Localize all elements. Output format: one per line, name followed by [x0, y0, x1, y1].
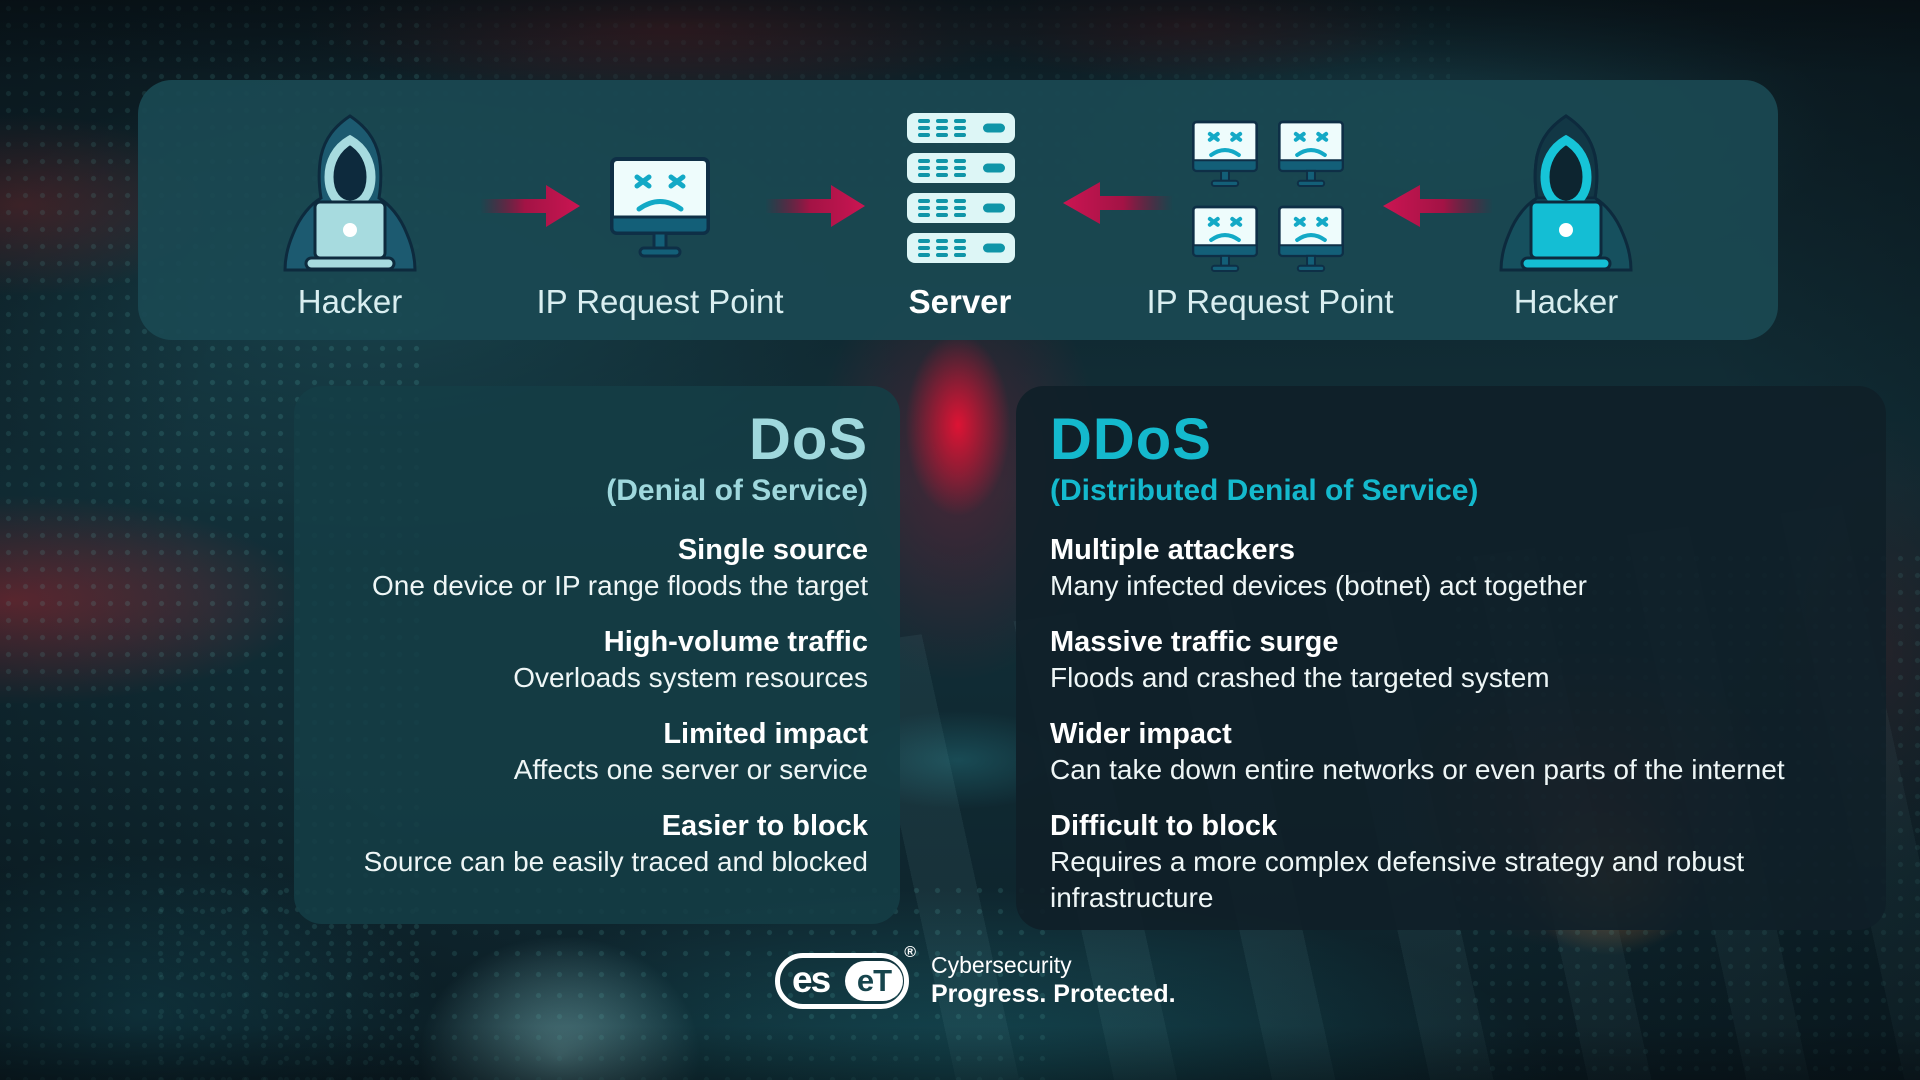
dos-item-body: Overloads system resources	[513, 662, 868, 693]
hacker-icon	[1499, 114, 1633, 272]
dos-item-body: One device or IP range floods the target	[371, 570, 868, 601]
arrow-left-icon	[1063, 182, 1173, 224]
sad-monitor-grid-icon	[1192, 120, 1344, 275]
dos-item-heading: High-volume traffic	[603, 626, 868, 658]
dos-item: Easier to block Source can be easily tra…	[314, 808, 868, 880]
dos-panel: DoS (Denial of Service) Single source On…	[294, 386, 900, 924]
footer-brand: es eT ® Cybersecurity Progress. Protecte…	[775, 944, 1176, 1009]
flow-label-hacker-left: Hacker	[297, 283, 403, 320]
sad-monitor-icon	[1192, 120, 1258, 188]
ddos-subtitle: (Distributed Denial of Service)	[1050, 474, 1479, 507]
eset-logo-et: eT	[845, 960, 903, 1001]
dos-item-heading: Easier to block	[661, 810, 868, 842]
brand-tagline: Cybersecurity Progress. Protected.	[931, 952, 1176, 1009]
eset-logo: es eT ®	[775, 944, 916, 1009]
ddos-item-body: Requires a more complex defensive strate…	[1050, 846, 1745, 913]
arrow-left-icon	[1383, 185, 1493, 227]
attack-flow-panel: Hacker IP Request Point Server IP Reques…	[138, 80, 1778, 340]
sad-monitor-icon	[610, 157, 710, 258]
ddos-item: Multiple attackers Many infected devices…	[1050, 532, 1846, 604]
dos-subtitle: (Denial of Service)	[606, 474, 868, 507]
tagline-line1: Cybersecurity	[931, 952, 1072, 978]
ddos-item: Wider impact Can take down entire networ…	[1050, 716, 1846, 788]
flow-label-ip-request-right: IP Request Point	[1146, 283, 1394, 320]
hacker-icon	[283, 114, 417, 272]
flow-label-server: Server	[908, 283, 1012, 320]
ddos-item: Massive traffic surge Floods and crashed…	[1050, 624, 1846, 696]
ddos-title: DDoS	[1050, 407, 1212, 472]
ddos-item-body: Can take down entire networks or even pa…	[1050, 754, 1785, 785]
sad-monitor-icon	[1278, 120, 1344, 188]
server-stack-icon	[907, 113, 1015, 263]
dos-item-body: Affects one server or service	[513, 754, 868, 785]
dos-item-heading: Single source	[677, 534, 868, 566]
ddos-item-heading: Multiple attackers	[1050, 534, 1295, 566]
dos-item-body: Source can be easily traced and blocked	[363, 846, 868, 877]
sad-monitor-icon	[1192, 205, 1258, 273]
ddos-item-heading: Difficult to block	[1050, 810, 1278, 842]
registered-mark: ®	[904, 943, 916, 961]
ddos-item: Difficult to block Requires a more compl…	[1050, 808, 1846, 916]
arrow-right-icon	[480, 185, 580, 227]
ddos-item-body: Floods and crashed the targeted system	[1050, 662, 1550, 693]
tagline-line2: Progress. Protected.	[931, 980, 1176, 1008]
flow-label-hacker-right: Hacker	[1513, 283, 1619, 320]
dos-item: Limited impact Affects one server or ser…	[314, 716, 868, 788]
ddos-item-body: Many infected devices (botnet) act toget…	[1050, 570, 1587, 601]
ddos-item-heading: Massive traffic surge	[1050, 626, 1339, 658]
dos-item-heading: Limited impact	[663, 718, 868, 750]
eset-logo-es: es	[792, 958, 831, 1000]
ddos-item-heading: Wider impact	[1050, 718, 1232, 750]
dos-title: DoS	[749, 407, 868, 472]
arrow-right-icon	[765, 185, 865, 227]
dos-item: Single source One device or IP range flo…	[314, 532, 868, 604]
flow-label-ip-request-left: IP Request Point	[536, 283, 784, 320]
sad-monitor-icon	[1278, 205, 1344, 273]
ddos-panel: DDoS (Distributed Denial of Service) Mul…	[1016, 386, 1886, 930]
dos-item: High-volume traffic Overloads system res…	[314, 624, 868, 696]
